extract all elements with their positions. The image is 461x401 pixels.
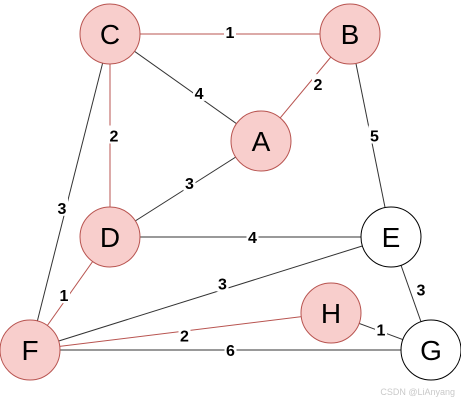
node-label-a: A bbox=[252, 126, 271, 157]
edge-label-bg-c-a bbox=[193, 82, 206, 101]
edge-e-f bbox=[29, 236, 392, 351]
edge-weight-a-d: 3 bbox=[185, 176, 194, 193]
edge-weight-b-a: 2 bbox=[313, 77, 322, 94]
node-c bbox=[79, 3, 141, 65]
edge-weight-d-e: 4 bbox=[248, 230, 257, 247]
edge-weight-b-e: 5 bbox=[370, 129, 379, 146]
node-label-c: C bbox=[100, 19, 120, 50]
edge-c-f bbox=[29, 33, 111, 351]
node-label-h: H bbox=[321, 298, 341, 329]
node-g bbox=[400, 319, 461, 381]
node-label-g: G bbox=[420, 335, 442, 366]
watermark: CSDN @LiAnyang bbox=[380, 387, 455, 397]
node-b bbox=[319, 3, 381, 65]
edge-label-bg-c-f bbox=[56, 197, 68, 216]
node-label-b: B bbox=[341, 19, 360, 50]
edge-label-bg-c-d bbox=[108, 125, 120, 144]
node-label-d: D bbox=[100, 222, 120, 253]
edge-label-bg-d-e bbox=[246, 227, 259, 245]
edge-weight-c-d: 2 bbox=[110, 129, 119, 146]
nodes-layer: C B A D E H F G bbox=[0, 3, 461, 381]
edge-label-bg-f-g bbox=[224, 340, 237, 358]
edge-label-bg-e-f bbox=[216, 273, 229, 292]
edge-weight-d-f: 1 bbox=[60, 288, 69, 305]
node-a bbox=[230, 110, 292, 172]
edge-label-bg-b-e bbox=[368, 125, 381, 144]
edge-label-bg-e-g bbox=[415, 279, 427, 298]
edge-c-a bbox=[109, 33, 262, 142]
edge-label-bg-b-a bbox=[311, 74, 324, 93]
edges-layer: 1 4 2 2 5 3 3 4 1 3 3 1 2 6 bbox=[29, 22, 432, 360]
node-d bbox=[79, 206, 141, 268]
edge-weight-h-g: 1 bbox=[377, 323, 386, 340]
edge-weight-c-b: 1 bbox=[226, 25, 235, 42]
node-e bbox=[360, 206, 422, 268]
edge-weight-c-a: 4 bbox=[195, 86, 204, 103]
edge-weight-e-f: 3 bbox=[218, 277, 227, 294]
edge-weight-f-h: 2 bbox=[180, 329, 189, 346]
edge-label-bg-h-g bbox=[375, 319, 387, 338]
edge-weight-e-g: 3 bbox=[417, 283, 426, 300]
edge-label-bg-d-f bbox=[58, 285, 70, 304]
node-label-e: E bbox=[382, 222, 401, 253]
node-label-f: F bbox=[21, 335, 38, 366]
edge-label-bg-a-d bbox=[183, 173, 196, 191]
edge-label-bg-f-h bbox=[178, 325, 191, 344]
edge-weight-f-g: 6 bbox=[226, 343, 235, 360]
node-f bbox=[0, 319, 61, 381]
edge-label-bg-c-b bbox=[224, 22, 236, 40]
edge-weight-c-f: 3 bbox=[58, 201, 67, 218]
node-h bbox=[300, 282, 362, 344]
